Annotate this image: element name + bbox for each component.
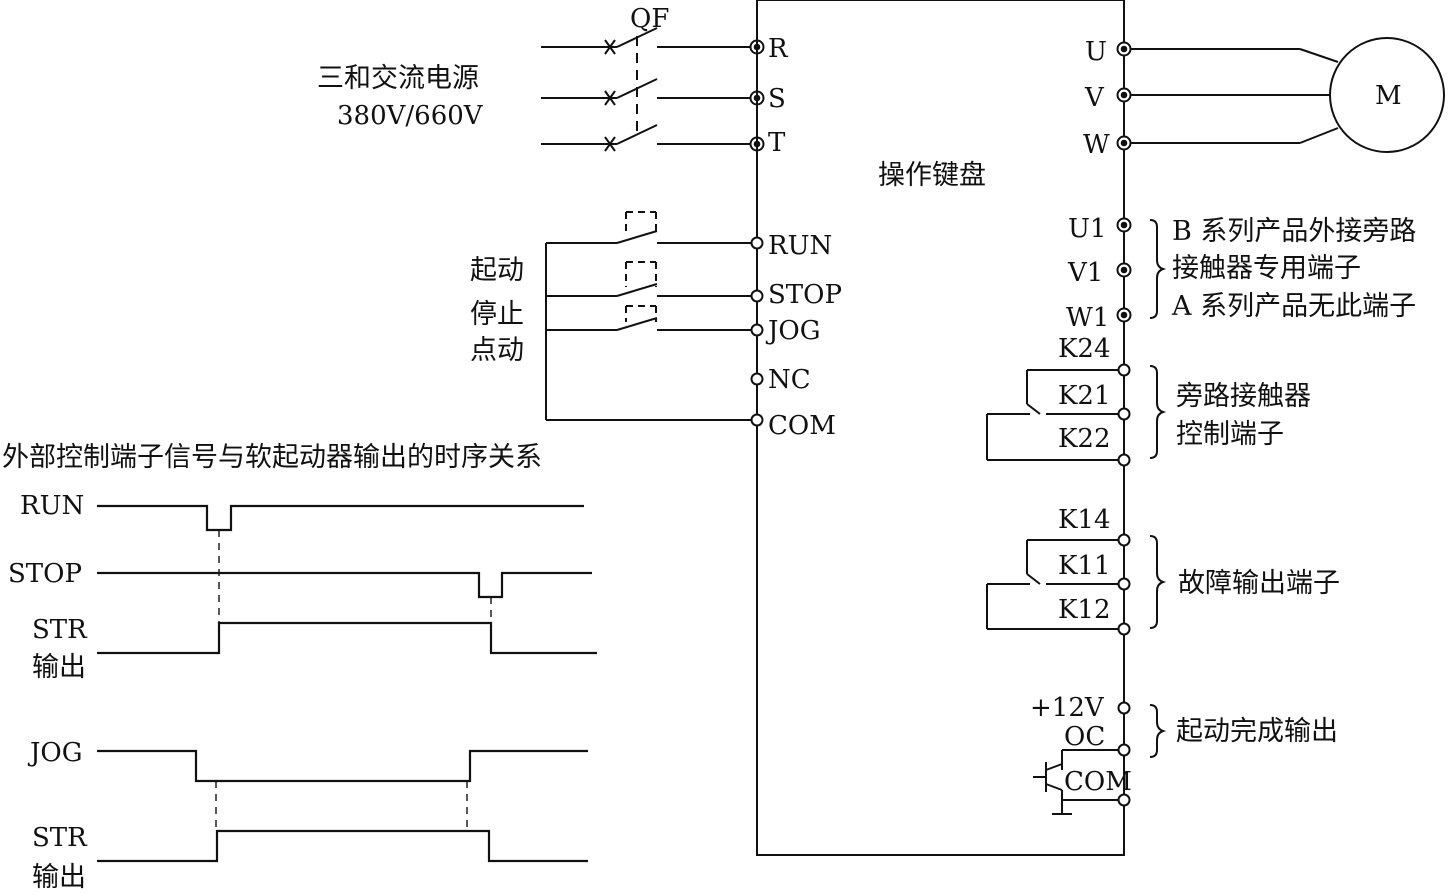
motor [1329, 37, 1445, 153]
terminal-s [749, 90, 765, 106]
terminal-w1-label: W1 [1066, 303, 1109, 333]
bypass-relay [986, 369, 1118, 461]
terminal-v-label: V [1084, 83, 1105, 113]
stop-waveform [97, 571, 592, 599]
terminal-k22-label: K22 [1058, 424, 1111, 454]
control-buttons [545, 211, 751, 421]
str-output-1-waveform [97, 621, 597, 655]
terminal-k12 [1117, 622, 1131, 636]
bypass-ctrl-note-line1: 旁路接触器 [1176, 381, 1311, 412]
terminal-com-out [1117, 793, 1131, 807]
terminal-k24-label: K24 [1058, 334, 1111, 364]
timing-title: 外部控制端子信号与软起动器输出的时序关系 [2, 442, 542, 473]
bypass-note-line2: 接触器专用端子 [1172, 253, 1361, 284]
terminal-k11-label: K11 [1058, 551, 1111, 581]
start-done-note: 起动完成输出 [1176, 716, 1338, 747]
terminal-t-label: T [768, 128, 786, 158]
timing-str1-line2: 输出 [32, 652, 86, 683]
terminal-k14-label: K14 [1058, 505, 1111, 535]
bypass-ctrl-note-line2: 控制端子 [1176, 419, 1284, 450]
bypass-note-line1: B 系列产品外接旁路 [1172, 216, 1416, 247]
timing-str1-line1: STR [32, 615, 88, 645]
terminal-k11 [1117, 577, 1131, 591]
power-label-line2: 380V/660V [337, 101, 484, 131]
brace-bypass [1149, 219, 1167, 319]
timing-str2-line1: STR [32, 823, 88, 853]
terminal-jog [750, 323, 764, 337]
soft-starter-box [756, 0, 1125, 856]
fault-out-note: 故障输出端子 [1178, 568, 1340, 599]
brace-fault [1149, 535, 1167, 629]
terminal-s-label: S [768, 84, 786, 114]
timing-waveforms [97, 504, 597, 863]
jog-button-label: 点动 [470, 335, 524, 366]
terminal-oc [1117, 743, 1131, 757]
jog-waveform [97, 749, 588, 783]
start-button-label: 起动 [470, 255, 524, 286]
terminal-run-label: RUN [768, 231, 832, 261]
terminal-v1-label: V1 [1067, 258, 1103, 288]
terminal-run [750, 236, 764, 250]
terminal-k12-label: K12 [1058, 595, 1111, 625]
terminal-com [750, 413, 764, 427]
fault-relay [986, 539, 1118, 630]
terminal-k21 [1117, 407, 1131, 421]
terminal-stop-label: STOP [768, 280, 842, 310]
terminal-r [749, 39, 765, 55]
bypass-note-line3: A 系列产品无此端子 [1171, 291, 1416, 322]
terminal-nc-label: NC [768, 365, 811, 395]
terminal-com-label: COM [768, 411, 836, 441]
brace-bypass-ctrl [1149, 365, 1167, 459]
terminal-u1-label: U1 [1068, 214, 1106, 244]
terminal-nc [750, 372, 764, 386]
timing-jog-label: JOG [27, 738, 83, 768]
oc-transistor [1033, 749, 1118, 815]
terminal-k24 [1117, 363, 1131, 377]
power-label-line1: 三和交流电源 [317, 63, 479, 94]
motor-label: M [1375, 81, 1402, 111]
terminal-k21-label: K21 [1058, 381, 1111, 411]
terminal-w-label: W [1083, 130, 1110, 160]
stop-button-label: 停止 [470, 299, 524, 330]
timing-str2-line2: 输出 [32, 862, 86, 893]
run-waveform [97, 504, 584, 532]
timing-stop-label: STOP [8, 559, 82, 589]
breaker-qf [541, 27, 750, 152]
terminal-t [749, 136, 765, 152]
terminal-stop [750, 289, 764, 303]
brace-start-done [1149, 704, 1167, 758]
terminal-12v [1117, 701, 1131, 715]
str-output-2-waveform [97, 829, 588, 863]
device-label: 操作键盘 [878, 160, 986, 191]
timing-run-label: RUN [20, 491, 84, 521]
breaker-label: QF [630, 4, 669, 34]
terminal-r-label: R [768, 34, 789, 64]
terminal-k22 [1117, 453, 1131, 467]
terminal-12v-label: +12V [1030, 693, 1105, 723]
terminal-k14 [1117, 533, 1131, 547]
terminal-com-out-label: COM [1064, 767, 1132, 797]
terminal-u-label: U [1085, 37, 1107, 67]
terminal-jog-label: JOG [765, 316, 821, 346]
terminal-oc-label: OC [1064, 722, 1105, 752]
motor-wiring [1131, 48, 1339, 144]
